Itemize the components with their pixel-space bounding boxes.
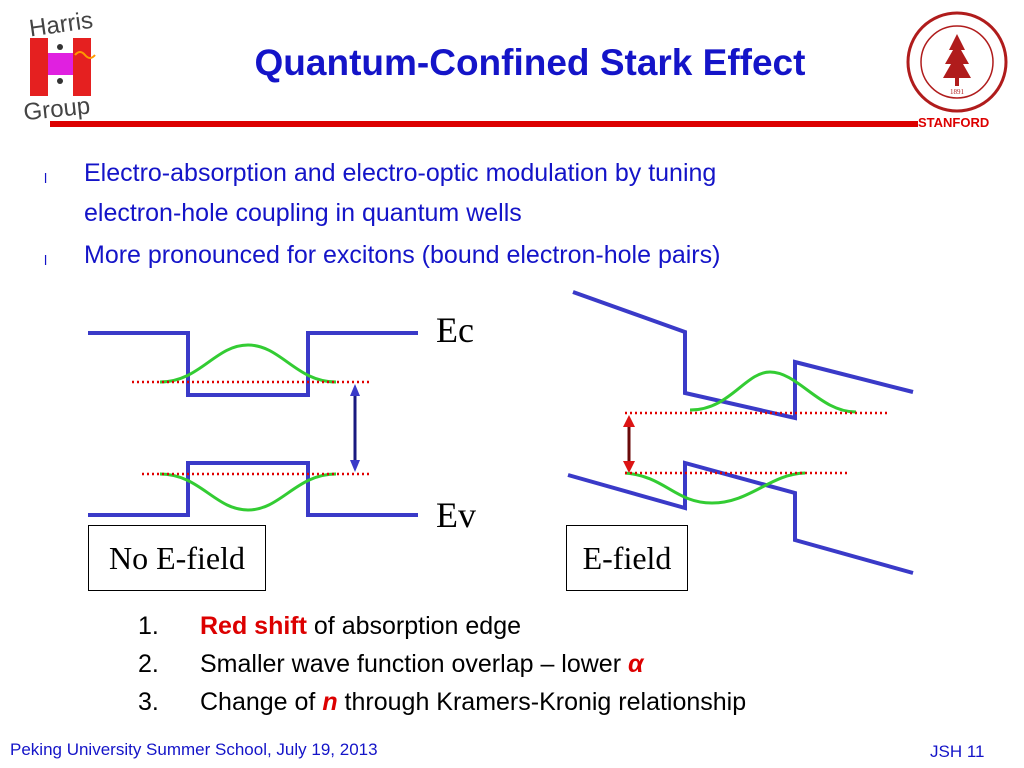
list-number: 3.	[138, 688, 159, 716]
conduction-band-right	[572, 290, 914, 421]
valence-band-left	[88, 461, 418, 517]
list-item-1: Red shift of absorption edge	[200, 612, 521, 641]
footer-event: Peking University Summer School, July 19…	[10, 740, 378, 759]
list-number: 1.	[138, 612, 159, 640]
bullet-2: More pronounced for excitons (bound elec…	[84, 241, 721, 269]
n-symbol: n	[322, 688, 338, 716]
bullet-1-line-2: electron-hole coupling in quantum wells	[84, 199, 522, 227]
bullet-marker: l	[44, 170, 48, 186]
list-item-2: Smaller wave function overlap – lower α	[200, 650, 644, 679]
list-item-1-text: of absorption edge	[306, 612, 522, 640]
logo-text-group: Group	[22, 92, 91, 120]
bullet-marker: l	[44, 252, 48, 268]
list-item-3: Change of n through Kramers-Kronig relat…	[200, 688, 746, 717]
bullet-1-line-1: Electro-absorption and electro-optic mod…	[84, 159, 717, 187]
valence-band-right	[567, 460, 914, 575]
no-field-caption: No E-field	[88, 525, 266, 591]
band-diagram	[88, 290, 914, 575]
stanford-seal: 1891	[906, 11, 1008, 113]
field-caption: E-field	[566, 525, 688, 591]
ev-label: Ev	[436, 495, 476, 535]
title-rule	[50, 121, 918, 127]
alpha-symbol: α	[627, 650, 644, 678]
ec-label: Ec	[436, 310, 474, 350]
red-shift-emphasis: Red shift	[200, 612, 307, 640]
hole-wavefunction-right	[624, 471, 806, 505]
conduction-band-left	[88, 331, 418, 397]
hole-wavefunction-left	[159, 472, 337, 512]
electron-wavefunction-right	[689, 370, 857, 414]
footer-page: JSH 11	[930, 742, 985, 761]
list-item-3-text-a: Change of	[200, 688, 323, 716]
stanford-label: STANFORD	[918, 115, 990, 130]
list-item-2-text: Smaller wave function overlap – lower	[200, 650, 628, 678]
list-item-3-text-b: through Kramers-Kronig relationship	[337, 688, 747, 716]
seal-year: 1891	[950, 88, 965, 96]
slide-title: Quantum-Confined Stark Effect	[254, 42, 806, 83]
harris-group-logo: Harris Group	[22, 7, 96, 120]
list-number: 2.	[138, 650, 159, 678]
logo-text-harris: Harris	[27, 7, 94, 43]
electron-wavefunction-left	[159, 343, 337, 384]
